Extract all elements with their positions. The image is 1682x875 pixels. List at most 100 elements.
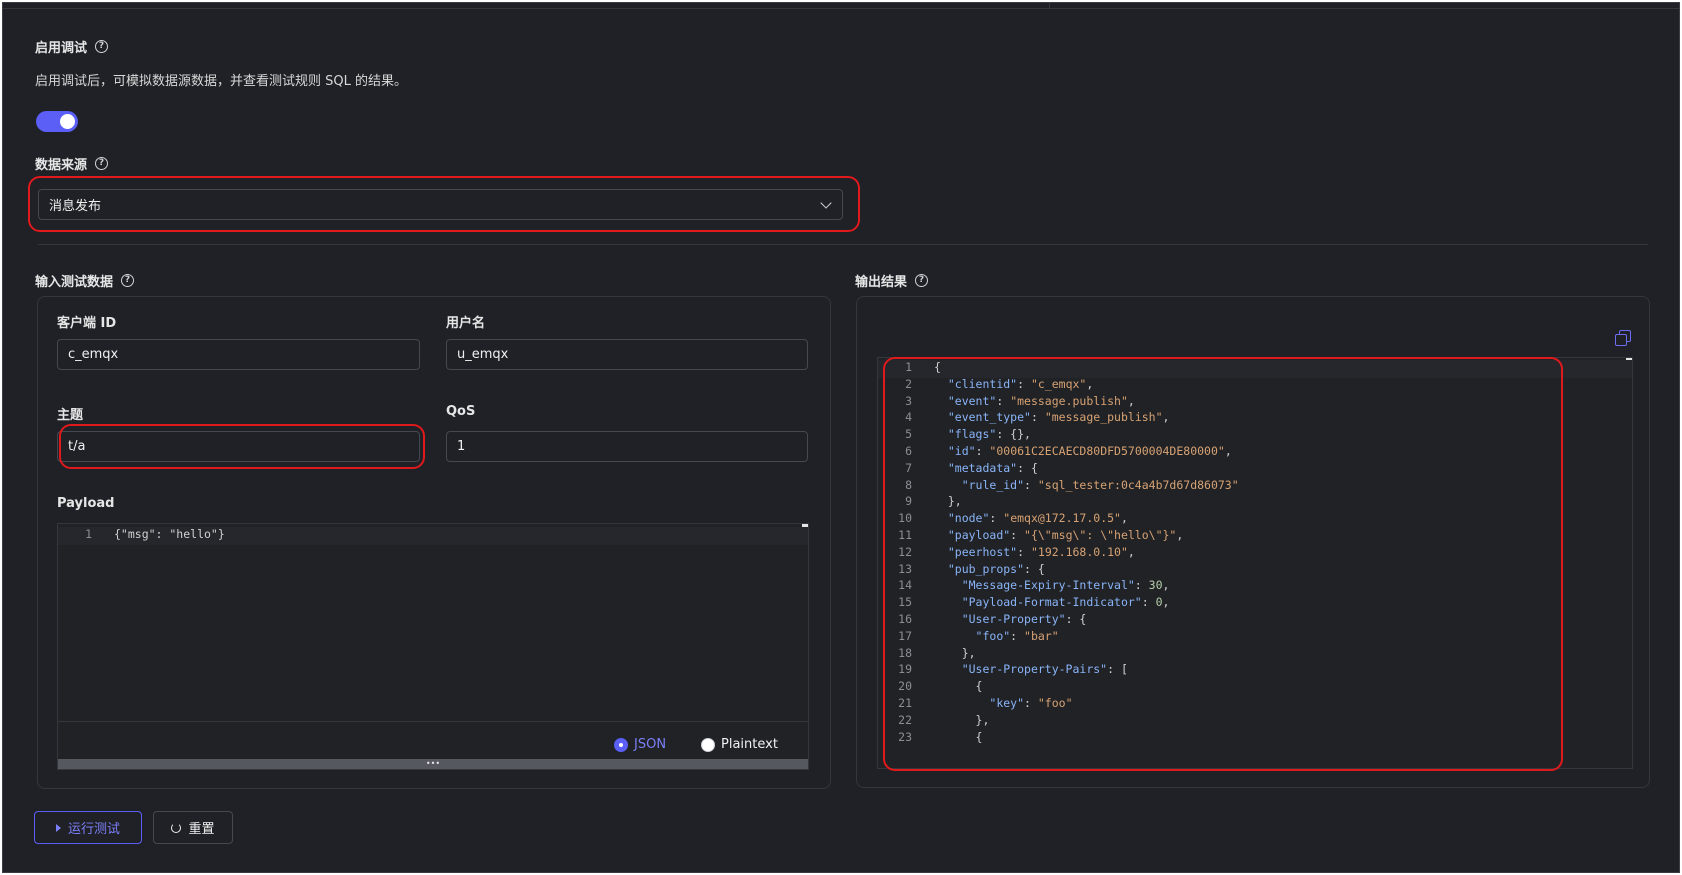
line-number: 13	[898, 561, 912, 576]
radio-plaintext[interactable]	[701, 737, 715, 752]
top-divider	[3, 3, 1679, 9]
output-code: "node": "emqx@172.17.0.5",	[947, 511, 1128, 526]
line-number: 17	[898, 628, 912, 643]
line-number: 21	[898, 696, 912, 710]
input-title: 输入测试数据 ?	[35, 271, 135, 290]
line-number: 22	[898, 712, 912, 727]
toggle-knob	[60, 114, 75, 129]
output-code: "foo": "bar"	[975, 628, 1059, 643]
output-code-line: 13 "pub_props": {	[878, 562, 1632, 580]
clientid-input[interactable]: c_emqx	[57, 339, 420, 370]
username-input[interactable]: u_emqx	[446, 339, 808, 370]
run-test-button[interactable]: 运行测试	[34, 811, 142, 844]
output-code-line: 21 "key": "foo"	[878, 696, 1632, 714]
username-label: 用户名	[446, 316, 486, 331]
line-number: 7	[905, 460, 912, 475]
line-number: 1	[905, 360, 912, 374]
output-code: "metadata": {	[947, 460, 1038, 475]
output-code: "event_type": "message_publish",	[947, 410, 1170, 425]
debug-toggle[interactable]	[36, 111, 78, 132]
line-number: 15	[898, 595, 912, 610]
help-icon[interactable]: ?	[95, 40, 109, 53]
reset-button[interactable]: 重置	[153, 811, 233, 844]
topic-input[interactable]: t/a	[57, 431, 420, 462]
source-select[interactable]: 消息发布	[38, 189, 843, 220]
output-code: },	[934, 494, 962, 509]
output-panel: 1 {2 "clientid": "c_emqx", 3 "event": "mes…	[856, 296, 1650, 788]
line-number: 2	[905, 376, 912, 391]
editor-scrollbar[interactable]	[802, 524, 808, 527]
output-code-line: 22 },	[878, 713, 1632, 731]
output-code: "clientid": "c_emqx",	[947, 376, 1094, 391]
line-number: 9	[905, 494, 912, 509]
output-code-line: 12 "peerhost": "192.168.0.10",	[878, 545, 1632, 563]
output-code-line: 6 "id": "00061C2ECAECD80DFD5700004DE8000…	[878, 444, 1632, 462]
line-number: 11	[898, 528, 912, 542]
clientid-label: 客户端 ID	[57, 316, 117, 331]
line-number: 20	[898, 679, 912, 694]
line-number: 6	[905, 444, 912, 458]
output-title: 输出结果 ?	[855, 271, 929, 290]
line-number: 5	[905, 427, 912, 442]
line-number: 12	[898, 544, 912, 559]
output-editor[interactable]: 1 {2 "clientid": "c_emqx", 3 "event": "mes…	[877, 357, 1633, 769]
output-code: "id": "00061C2ECAECD80DFD5700004DE80000"…	[947, 444, 1232, 458]
resize-handle[interactable]: •••	[58, 759, 808, 769]
output-code: "User-Property-Pairs": [	[961, 662, 1128, 677]
output-code-line: 18 },	[878, 646, 1632, 664]
help-icon[interactable]: ?	[915, 274, 929, 287]
line-number: 1	[85, 527, 92, 541]
payload-code: {"msg": "hello"}	[114, 527, 225, 541]
output-code: "flags": {},	[947, 427, 1031, 442]
format-plaintext-option[interactable]: Plaintext	[701, 737, 778, 752]
input-panel: 客户端 ID c_emqx 用户名 u_emqx 主题 t/a QoS 1 Pa…	[37, 296, 831, 789]
help-icon[interactable]: ?	[121, 274, 135, 287]
format-json-option[interactable]: JSON	[614, 737, 666, 752]
editor-toolbar-divider	[58, 721, 808, 722]
line-number: 16	[898, 612, 912, 626]
line-number: 19	[898, 662, 912, 677]
line-number: 8	[905, 477, 912, 492]
debug-description: 启用调试后，可模拟数据源数据，并查看测试规则 SQL 的结果。	[35, 74, 407, 89]
username-value: u_emqx	[457, 347, 509, 362]
output-code-line: 4 "event_type": "message_publish",	[878, 410, 1632, 428]
debug-title: 启用调试 ?	[35, 37, 109, 56]
output-code: "peerhost": "192.168.0.10",	[947, 544, 1135, 559]
output-code-line: 9 },	[878, 494, 1632, 512]
output-code: "key": "foo"	[989, 696, 1073, 710]
qos-input[interactable]: 1	[446, 431, 808, 462]
qos-label: QoS	[446, 404, 476, 419]
output-code: },	[934, 645, 976, 660]
output-code-line: 10 "node": "emqx@172.17.0.5",	[878, 511, 1632, 529]
output-code-line: 14 "Message-Expiry-Interval": 30,	[878, 578, 1632, 596]
source-title-text: 数据来源	[35, 158, 88, 173]
debug-title-text: 启用调试	[35, 41, 88, 56]
clientid-value: c_emqx	[68, 347, 119, 362]
qos-value: 1	[457, 439, 466, 454]
source-select-value: 消息发布	[49, 199, 102, 214]
source-title: 数据来源 ?	[35, 154, 109, 173]
play-icon	[55, 823, 61, 832]
payload-editor[interactable]: 1 {"msg": "hello"} JSON Plaintext •••	[57, 523, 809, 770]
output-code: "rule_id": "sql_tester:0c4a4b7d67d86073"	[961, 477, 1239, 492]
line-number: 10	[898, 511, 912, 526]
editor-scrollbar[interactable]	[1626, 358, 1632, 361]
output-code: "User-Property": {	[961, 612, 1087, 626]
resize-handle-dots: •••	[425, 759, 441, 768]
payload-label: Payload	[57, 496, 115, 511]
output-code-line: 16 "User-Property": {	[878, 612, 1632, 630]
run-test-label: 运行测试	[67, 822, 120, 837]
output-code: },	[934, 712, 990, 727]
output-code: {	[934, 679, 983, 694]
output-code-line: 3 "event": "message.publish",	[878, 394, 1632, 412]
radio-json[interactable]	[614, 737, 628, 752]
output-code-line: 5 "flags": {},	[878, 427, 1632, 445]
output-code: "payload": "{\"msg\": \"hello\"}",	[947, 528, 1184, 542]
copy-icon[interactable]	[1615, 330, 1632, 347]
output-code-line: 20 {	[878, 679, 1632, 697]
line-number: 4	[905, 410, 912, 425]
chevron-down-icon	[820, 197, 832, 209]
help-icon[interactable]: ?	[95, 157, 109, 170]
output-code-line: 17 "foo": "bar"	[878, 629, 1632, 647]
